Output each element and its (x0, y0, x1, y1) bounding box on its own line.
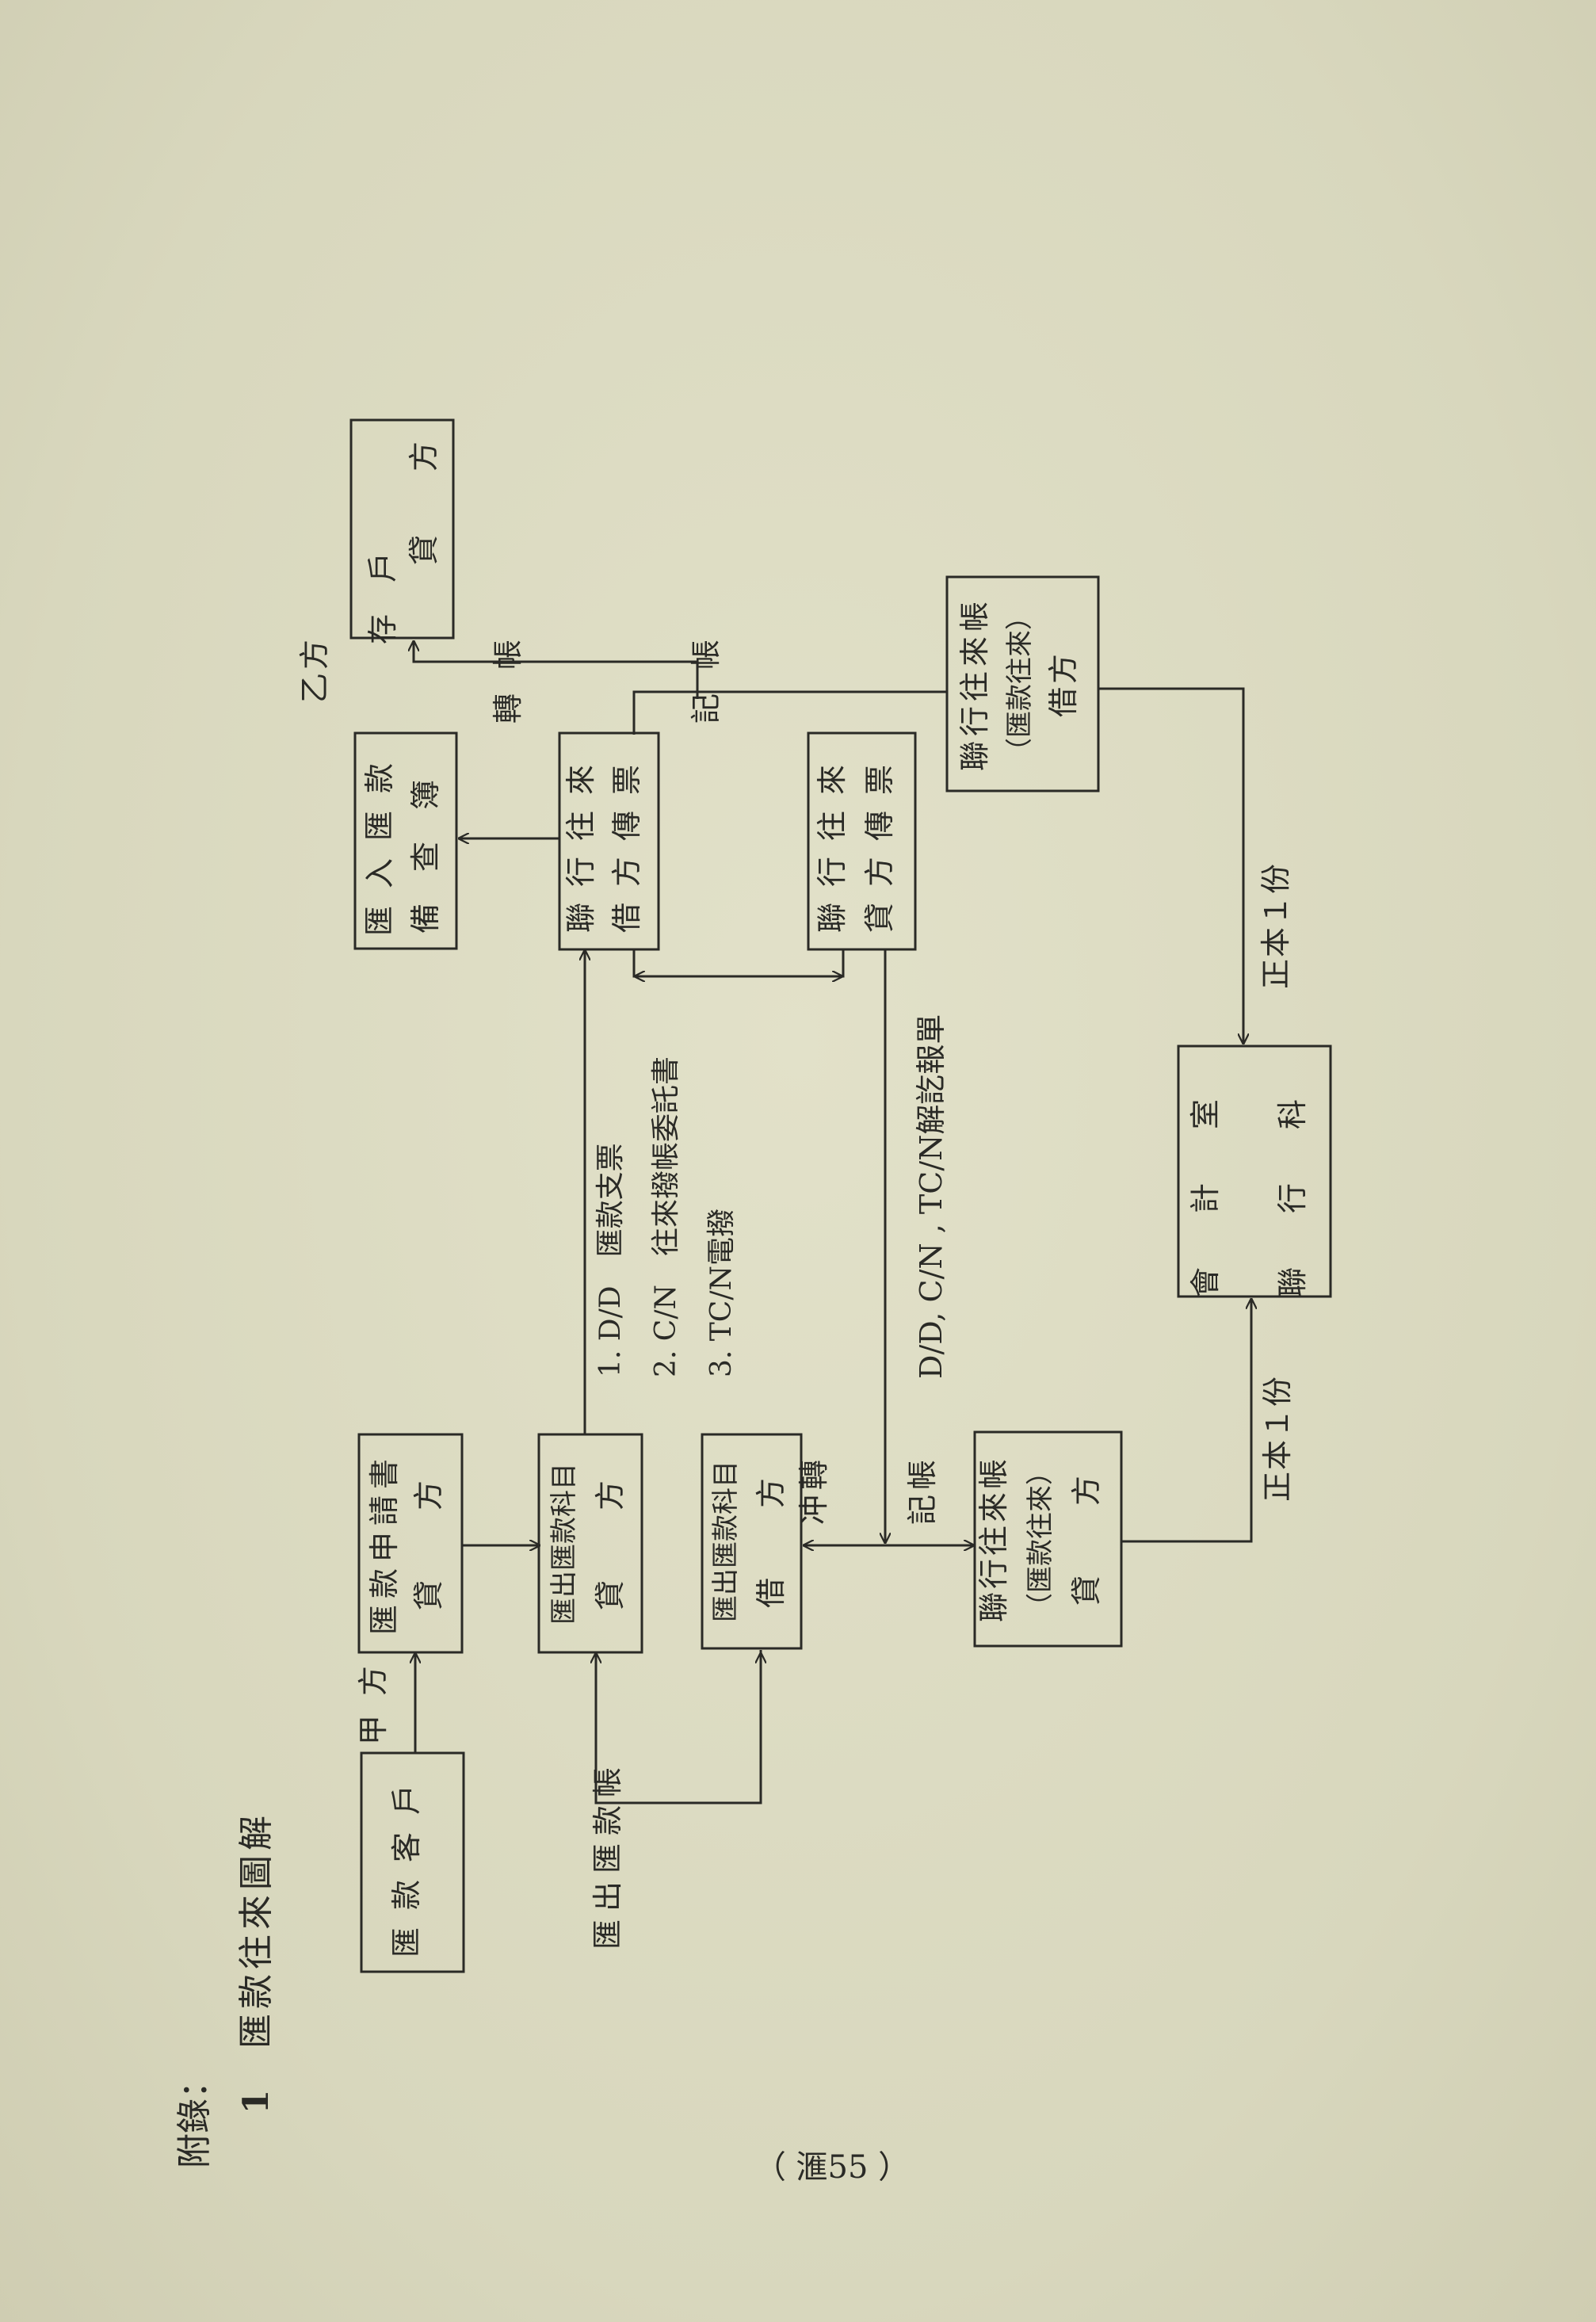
ledger-credit-line1: 聯行往來帳 (976, 1456, 1011, 1622)
box-remitter (360, 1751, 465, 1973)
deposit-line1: 存戶 (365, 521, 400, 644)
box-deposit (349, 418, 455, 640)
inward-register-line1: 匯入匯款 (362, 746, 397, 936)
party-b-label: 乙方 (297, 636, 332, 703)
box-agency-slip-debit (558, 731, 660, 951)
box-outward-credit (537, 1433, 643, 1654)
arrow-ledger-credit-to-accounting (1121, 1298, 1251, 1543)
accounting-line1: 會計室 (1188, 1045, 1223, 1297)
accounting-line2: 聯行科 (1275, 1045, 1310, 1297)
original-copy-2: 正本１份 (1260, 1375, 1295, 1502)
post-label-a: 記帳 (905, 1455, 940, 1525)
box-application (357, 1433, 464, 1654)
arrow-ledger-debit-to-accounting (1098, 687, 1243, 1045)
application-line1: 匯款申請書 (367, 1453, 402, 1635)
transfer-label: 轉帳 (491, 616, 525, 724)
deposit-line2: 貸方 (407, 378, 441, 565)
slip-debit-line2: 借方傳票 (609, 749, 644, 933)
arrow-ledger-debit-to-slip-debit (632, 690, 947, 735)
application-line2: 貸 方 (411, 1477, 446, 1610)
outward-debit-line2: 借 方 (754, 1475, 788, 1608)
arrow-slip-debit-to-deposit (414, 640, 699, 699)
box-inward-register (353, 731, 458, 950)
ledger-debit-line1: 聯行往來帳 (957, 597, 992, 771)
instruction-1: 1. D/D 匯款支票 (594, 1143, 627, 1377)
box-agency-ledger-credit (973, 1430, 1123, 1648)
box-texts: 匯款客戶 匯款申請書 貸 方 匯出匯款科目 貸 方 匯出匯款科目 借 方 聯行往… (362, 378, 1310, 1957)
box-agency-slip-credit (807, 731, 917, 951)
appendix-title: 附錄： (174, 2064, 215, 2168)
party-a-label: 甲方 (356, 1647, 391, 1745)
outward-credit-line2: 貸 方 (593, 1477, 628, 1610)
figure-title: 匯款往來圖解 (236, 1811, 277, 2049)
ledger-credit-line2: （匯款往來） (1025, 1458, 1056, 1620)
offset-label: 冲轉 (796, 1455, 831, 1525)
figure-number: 1 (236, 2090, 277, 2114)
ledger-debit-line2: （匯款往來） (1004, 603, 1036, 765)
post-label-b: 記帳 (689, 616, 724, 724)
outward-credit-line1: 匯出匯款科目 (548, 1463, 580, 1625)
instruction-2: 2. C/N 往來撥帳委託書 (650, 1056, 682, 1377)
original-copy-1: 正本１份 (1258, 862, 1293, 989)
slip-credit-line2: 貸方傳票 (862, 749, 897, 933)
outward-debit-line1: 匯出匯款科目 (710, 1461, 742, 1622)
inward-register-line2: 備查簿 (408, 748, 443, 934)
box-agency-ledger-debit (945, 575, 1100, 792)
slip-credit-link (632, 949, 845, 978)
remitter-label: 匯款客戶 (389, 1767, 424, 1957)
ledger-credit-line3: 貸 方 (1069, 1472, 1104, 1606)
instruction-3: 3. TC/N電撥 (705, 1209, 738, 1377)
ledger-debit-line3: 借方 (1046, 651, 1081, 717)
annotations: 附錄： 1 匯款往來圖解 甲方 乙方 匯出匯款帳 冲轉 記帳 轉帳 記帳 正本１… (174, 616, 1295, 2186)
advice-label: D/D, C/N , TC/N解訖報單 (914, 1014, 949, 1379)
box-outward-debit (701, 1433, 803, 1650)
box-accounting (1177, 1045, 1332, 1298)
page-number: （ 滙55 ） (754, 2149, 910, 2186)
connectors (414, 640, 1251, 1805)
boxes-frame (349, 418, 1332, 1973)
slip-debit-line1: 聯行往來 (563, 749, 598, 933)
slip-credit-line1: 聯行往來 (815, 749, 850, 933)
outward-ledger-label: 匯出匯款帳 (590, 1759, 625, 1950)
